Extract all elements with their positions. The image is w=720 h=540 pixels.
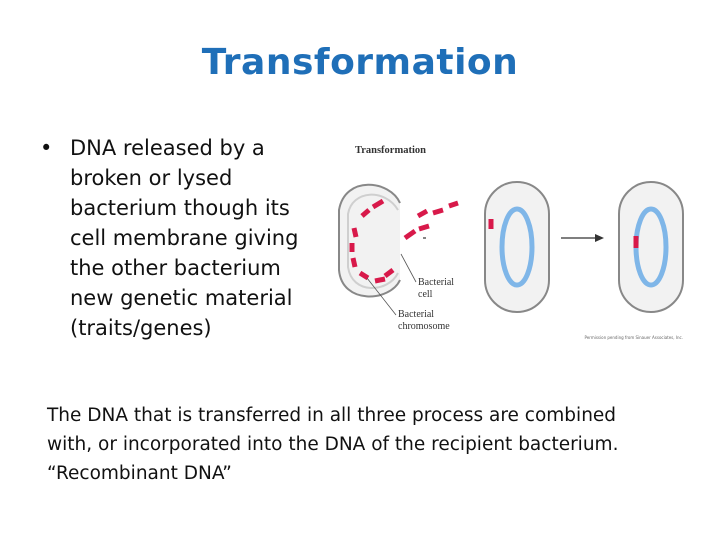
label-pointer-cell — [400, 253, 417, 283]
summary-line: The DNA that is transferred in all three… — [47, 405, 617, 426]
arrow-head-icon — [595, 234, 604, 242]
transformation-diagram: Transformation Bacterial cell Bacterial … — [338, 145, 684, 340]
lysed-cell-inner — [347, 193, 399, 289]
summary-line: with, or incorporated into the DNA of th… — [47, 434, 619, 455]
released-dna-fragments — [349, 198, 459, 284]
bullet-marker: • — [40, 136, 53, 160]
figure-heading: Transformation — [355, 145, 426, 156]
transformed-cell — [618, 181, 684, 313]
label-chromosome: chromosome — [398, 321, 450, 332]
summary-paragraph: The DNA that is transferred in all three… — [47, 401, 687, 488]
recipient-cell — [484, 181, 550, 313]
label-pointer-chromosome — [366, 277, 397, 316]
recipient-chromosome — [499, 206, 535, 288]
label-bacterial-chromosome: Bacterial — [398, 309, 434, 320]
lysed-cell-outline — [338, 183, 401, 298]
slide-title: Transformation — [201, 42, 519, 83]
summary-line: “Recombinant DNA” — [47, 463, 232, 484]
bullet-text: DNA released by a broken or lysed bacter… — [70, 136, 299, 340]
label-cell: cell — [418, 289, 433, 300]
label-bacterial-cell: Bacterial — [418, 277, 454, 288]
figure-credit: Permission pending from Sinauer Associat… — [585, 335, 683, 340]
